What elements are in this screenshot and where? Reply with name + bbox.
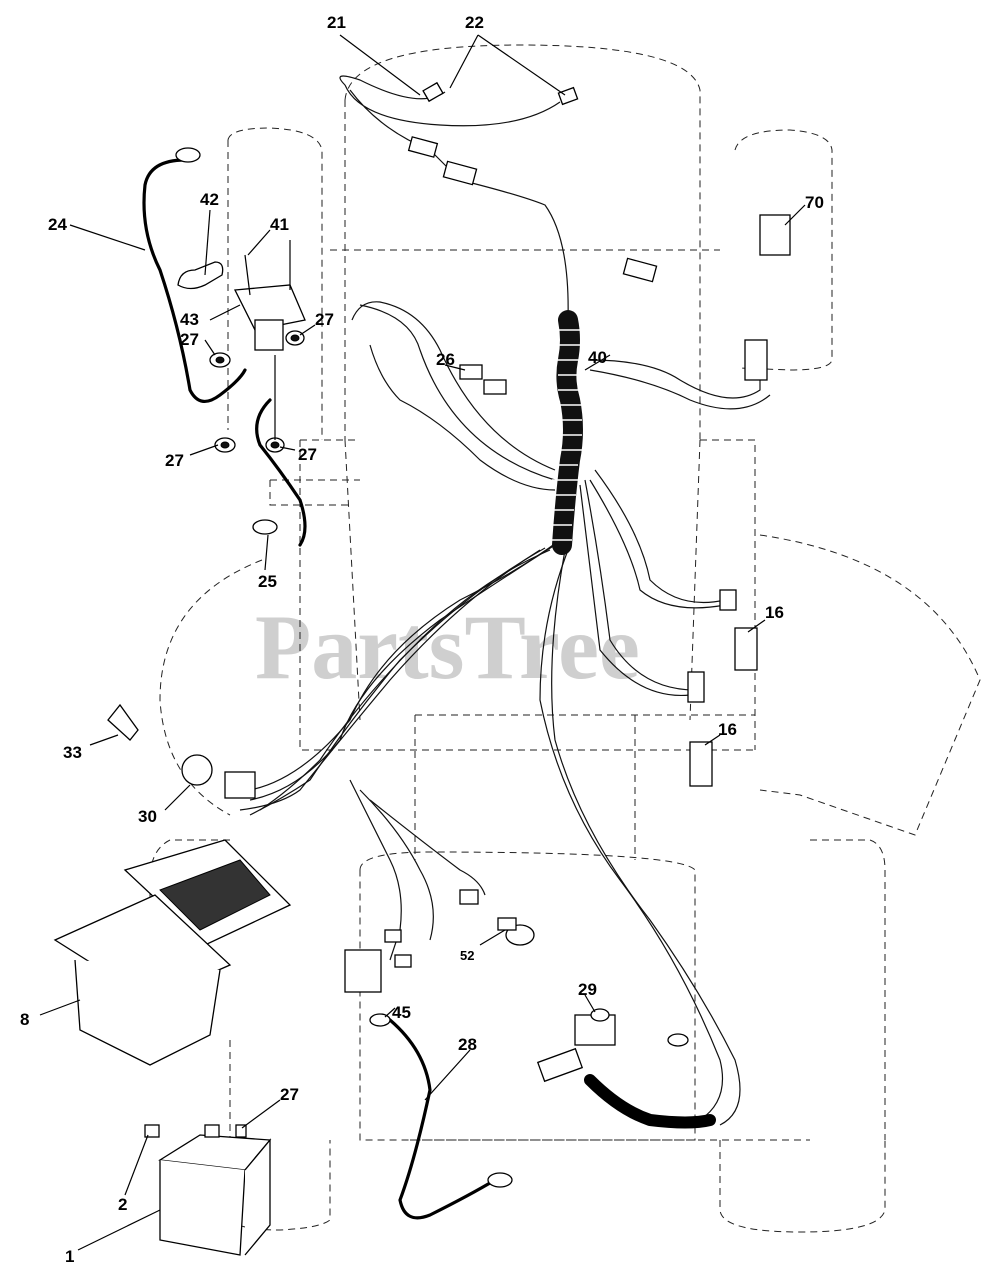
callout-2: 2 [118,1195,127,1214]
callout-40: 40 [588,348,607,367]
callout-1: 1 [65,1247,74,1266]
callout-24: 24 [48,215,67,234]
callout-27-c: 27 [165,451,184,470]
callout-26: 26 [436,350,455,369]
components [53,81,791,1256]
callout-labels: 21 22 24 42 41 43 27 27 27 27 25 26 40 7… [20,13,824,1266]
main-wire-harness [239,75,771,1126]
cable-24 [142,158,247,403]
callout-52: 52 [460,948,474,963]
callout-27-a: 27 [180,330,199,349]
watermark: PartsTree [255,596,640,698]
callout-27-b: 27 [315,310,334,329]
callout-42: 42 [200,190,219,209]
heavy-cables [142,158,497,1220]
leader-lines [39,34,806,1251]
callout-45: 45 [392,1003,411,1022]
cable-28 [388,1018,497,1220]
callout-27-e: 27 [280,1085,299,1104]
callout-25: 25 [258,572,277,591]
callout-22: 22 [465,13,484,32]
callout-21: 21 [327,13,346,32]
callout-43: 43 [180,310,199,329]
cable-25 [255,398,307,547]
callout-30: 30 [138,807,157,826]
harness-loom-40 [548,310,584,555]
callout-70: 70 [805,193,824,212]
chassis-outline [149,44,981,1233]
callout-27-d: 27 [298,445,317,464]
callout-16-b: 16 [718,720,737,739]
callout-28: 28 [458,1035,477,1054]
callout-41: 41 [270,215,289,234]
callout-33: 33 [63,743,82,762]
callout-8: 8 [20,1010,29,1029]
callout-16-a: 16 [765,603,784,622]
callout-29: 29 [578,980,597,999]
